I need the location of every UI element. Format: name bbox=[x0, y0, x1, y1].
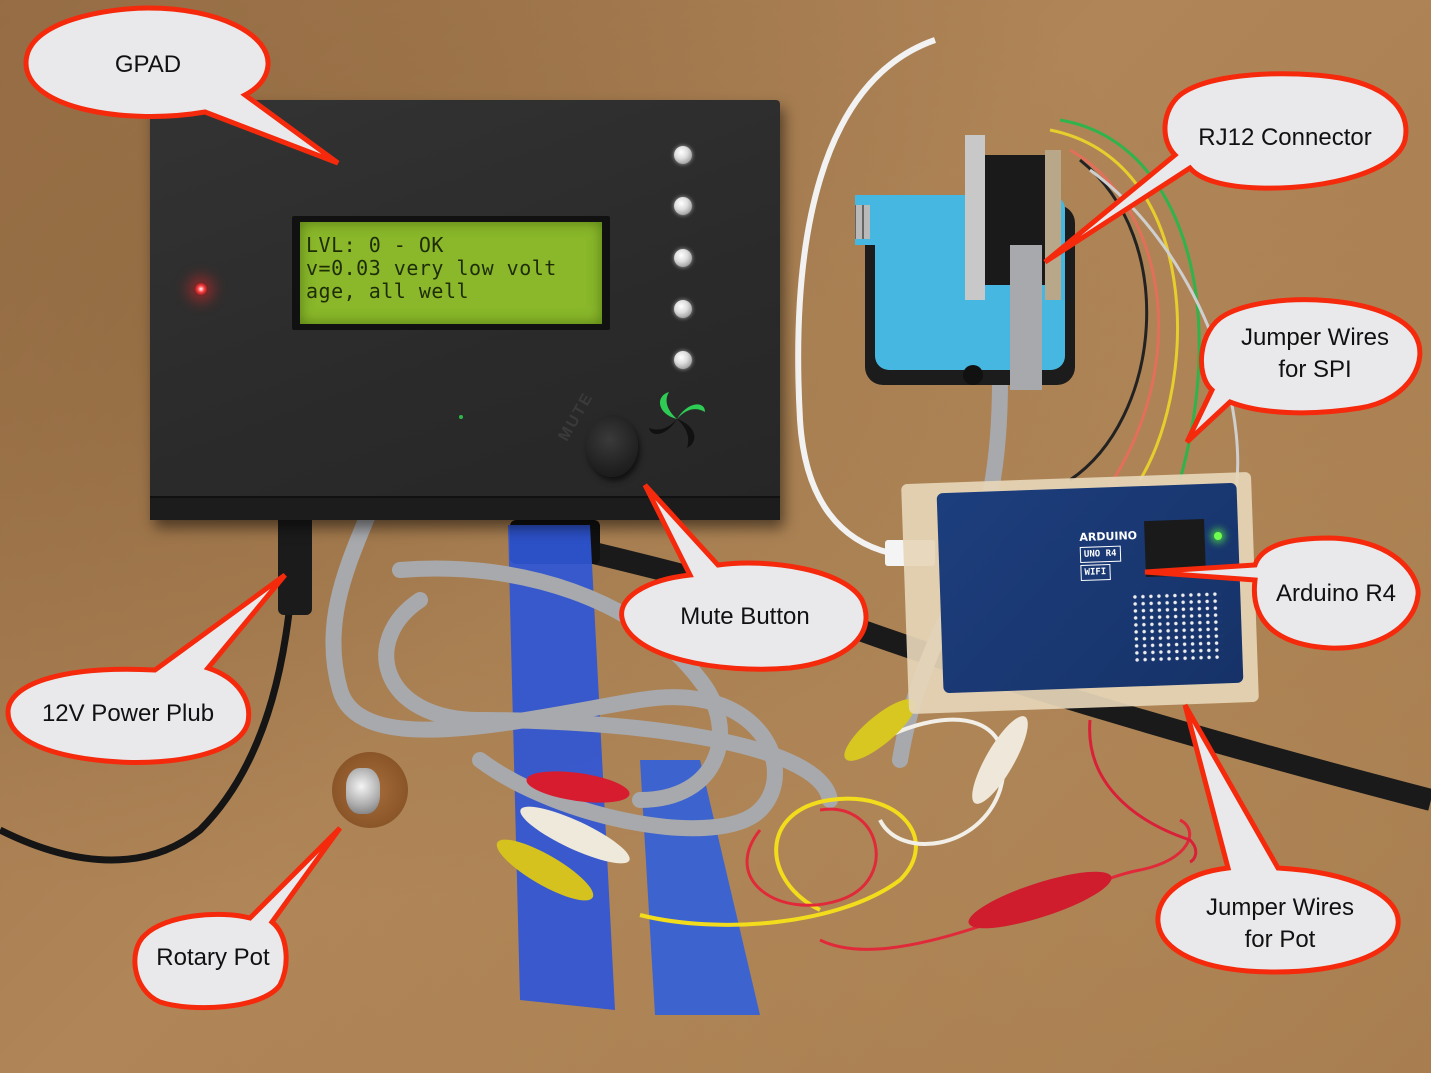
callout-rj12-connector: RJ12 Connector bbox=[1170, 118, 1400, 158]
vise-screw bbox=[855, 205, 870, 239]
white-led-3 bbox=[674, 249, 692, 267]
arduino-model-tag: UNO R4 bbox=[1079, 545, 1121, 564]
callout-arduino-r4: Arduino R4 bbox=[1252, 574, 1420, 614]
red-status-led bbox=[194, 282, 208, 296]
rj12-cable bbox=[1010, 245, 1042, 390]
potentiometer-shaft bbox=[346, 768, 380, 814]
arduino-mcu-chip bbox=[1144, 518, 1206, 578]
callout-gpad-label: GPAD bbox=[114, 51, 182, 78]
callout-mute-label: Mute Button bbox=[680, 603, 810, 630]
gpad-enclosure: LVL: 0 - OK v=0.03 very low volt age, al… bbox=[150, 100, 780, 520]
callout-rj12-label: RJ12 Connector bbox=[1198, 124, 1372, 151]
arduino-power-led bbox=[1214, 532, 1222, 540]
callout-12v-power: 12V Power Plub bbox=[18, 694, 238, 734]
white-led-1 bbox=[674, 146, 692, 164]
lcd-line-1: LVL: 0 - OK bbox=[306, 233, 444, 257]
arduino-led-matrix bbox=[1130, 590, 1224, 664]
callout-mute-button: Mute Button bbox=[640, 597, 850, 637]
yellow-clip-pot bbox=[496, 839, 594, 901]
mute-button[interactable] bbox=[586, 415, 638, 477]
red-clip-board bbox=[968, 871, 1112, 929]
white-led-4 bbox=[674, 300, 692, 318]
power-plug bbox=[278, 505, 312, 615]
callout-spi-wires: Jumper Wires for SPI bbox=[1215, 318, 1415, 390]
callout-rotary-pot: Rotary Pot bbox=[138, 938, 288, 978]
callout-gpad: GPAD bbox=[78, 45, 218, 85]
callout-power-label: 12V Power Plub bbox=[41, 700, 215, 727]
lcd-line-3: age, all well bbox=[306, 279, 470, 303]
callout-spi-label-line1: Jumper Wires bbox=[1240, 324, 1390, 351]
red-clip-pot bbox=[526, 771, 630, 803]
callout-arduino-label: Arduino R4 bbox=[1275, 580, 1397, 607]
yellow-wire-loop bbox=[639, 796, 918, 927]
lcd-line-2: v=0.03 very low volt bbox=[306, 256, 557, 280]
arduino-brand-text: ARDUINO bbox=[1079, 529, 1138, 545]
callout-pot-label: Rotary Pot bbox=[156, 944, 270, 971]
blue-bench-vise bbox=[855, 135, 1075, 390]
white-led-5 bbox=[674, 351, 692, 369]
yellow-clip-board bbox=[844, 699, 916, 761]
green-indicator-led bbox=[459, 415, 463, 419]
white-clip-pot bbox=[520, 806, 630, 864]
white-clip-board bbox=[972, 716, 1028, 804]
callout-spi-label-line2: for SPI bbox=[1278, 356, 1352, 383]
callout-potwires-label-line2: for Pot bbox=[1244, 926, 1316, 953]
callout-potwires-label-line1: Jumper Wires bbox=[1205, 894, 1355, 921]
pinwheel-logo-icon bbox=[649, 392, 705, 448]
white-wire-loop bbox=[878, 717, 1006, 846]
callout-pot-wires: Jumper Wires for Pot bbox=[1175, 888, 1385, 960]
enclosure-front-edge bbox=[150, 496, 780, 520]
lcd-display: LVL: 0 - OK v=0.03 very low volt age, al… bbox=[300, 222, 602, 324]
white-led-2 bbox=[674, 197, 692, 215]
arduino-variant-tag: WIFI bbox=[1080, 563, 1111, 581]
arduino-r4-board bbox=[936, 482, 1244, 694]
arduino-label: ARDUINO UNO R4 WIFI bbox=[1079, 529, 1138, 581]
